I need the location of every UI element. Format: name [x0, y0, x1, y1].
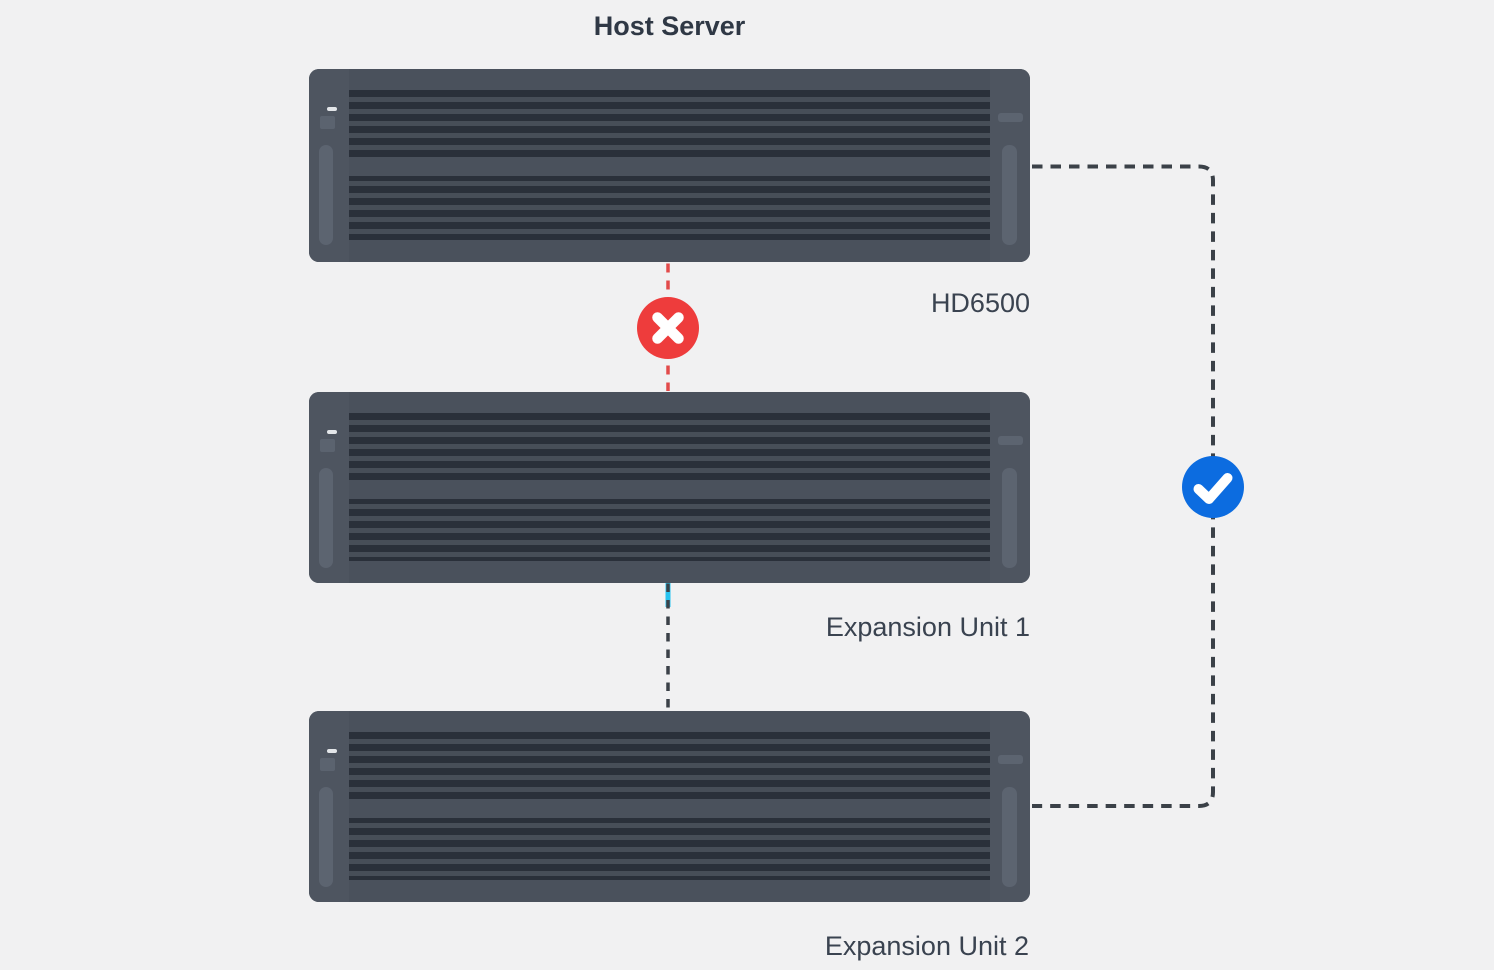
expansion-unit-2-label: Expansion Unit 2 [824, 931, 1029, 961]
host-server-title: Host Server [593, 11, 746, 41]
power-led-icon [327, 430, 337, 434]
chassis-left-panel [309, 69, 349, 262]
status-bar-icon [998, 436, 1023, 445]
expansion-unit-2-chassis [309, 711, 1030, 902]
power-led-icon [327, 107, 337, 111]
x-icon [652, 312, 684, 344]
chassis-left-panel [309, 392, 349, 583]
right-handle [1002, 145, 1017, 245]
chassis-mid-rail [349, 157, 990, 176]
host-server-chassis [309, 69, 1030, 262]
expansion-unit-1-chassis [309, 392, 1030, 583]
host-model-label: HD6500 [930, 288, 1030, 318]
check-icon [1193, 473, 1233, 504]
left-handle [319, 787, 333, 887]
chassis-right-panel [990, 69, 1030, 262]
right-handle [1002, 468, 1017, 568]
status-bar-icon [998, 113, 1023, 122]
connection-valid-badge [1182, 456, 1244, 518]
chassis-mid-rail [349, 799, 990, 818]
power-button-icon [320, 758, 335, 771]
x-circle-icon [637, 297, 699, 359]
power-led-icon [327, 749, 337, 753]
power-button-icon [320, 116, 335, 129]
expansion-unit-1-label: Expansion Unit 1 [825, 612, 1030, 642]
connection-failed-badge [637, 297, 699, 359]
status-bar-icon [998, 755, 1023, 764]
chassis-left-panel [309, 711, 349, 902]
right-handle [1002, 787, 1017, 887]
check-circle-icon [1182, 456, 1244, 518]
left-handle [319, 468, 333, 568]
chassis-right-panel [990, 711, 1030, 902]
chassis-right-panel [990, 392, 1030, 583]
left-handle [319, 145, 333, 245]
chassis-mid-rail [349, 480, 990, 499]
power-button-icon [320, 439, 335, 452]
